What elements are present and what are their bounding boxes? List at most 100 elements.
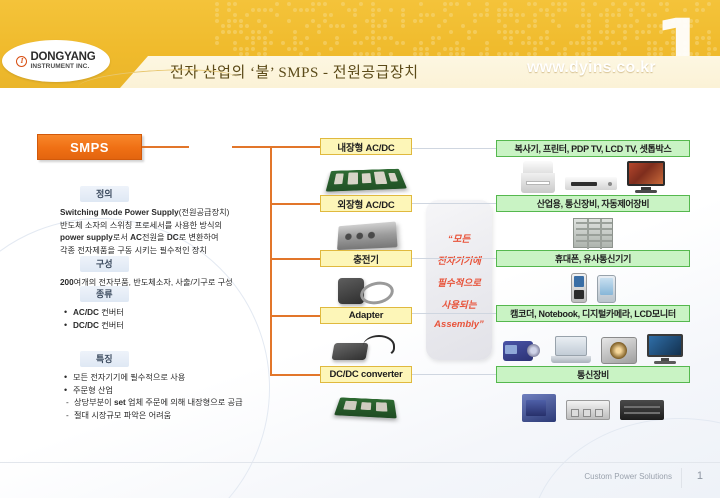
list-item: DC/DC 컨버터	[64, 319, 129, 333]
application-label-text: 산업용, 통신장비, 자동제어장비	[536, 199, 650, 209]
section-line: power supply로서 AC전원을 DC로 변환하여	[60, 233, 219, 243]
section-line: 각종 전자제품을 구동 시키는 필수적인 장치	[60, 246, 207, 256]
application-label-1[interactable]: 복사기, 프린터, PDP TV, LCD TV, 셋톱박스	[496, 140, 690, 157]
lcd-tv-image	[627, 161, 665, 193]
pcb-board-image	[325, 168, 408, 192]
footer-divider	[0, 462, 720, 463]
connector-root-top	[232, 146, 270, 148]
product-type-label-text: DC/DC converter	[329, 369, 403, 380]
section-line: 200여개의 전자부품, 반도체소자, 사출/기구로 구성	[60, 278, 233, 287]
printer-image	[521, 161, 555, 193]
application-label-5[interactable]: 통신장비	[496, 366, 690, 383]
section-body: AC/DC 컨버터DC/DC 컨버터	[60, 306, 129, 333]
footer-page-number: 1	[696, 470, 703, 482]
connector-branch-type-1	[270, 146, 320, 148]
footer-separator	[681, 468, 682, 488]
section-heading: 구성	[80, 256, 129, 272]
section-body: 모든 전자기기에 필수적으로 사용주문형 산업상당부분이 set 업체 주문에 …	[60, 371, 243, 423]
connector-trunk	[270, 146, 272, 376]
product-type-label-text: 외장형 AC/DC	[337, 199, 395, 211]
connector-link-app-3	[412, 258, 496, 259]
connector-link-app-5	[412, 374, 496, 375]
product-type-label-text: Adapter	[348, 310, 384, 321]
mobile-phone-image	[570, 273, 587, 303]
application-images	[496, 160, 690, 193]
circle-i-icon: I	[16, 55, 28, 67]
callout-line: Assembly”	[434, 318, 484, 330]
page-title: 전자 산업의 ‘불’ SMPS - 전원공급장치	[170, 65, 419, 81]
application-images	[496, 326, 690, 364]
product-type-label-1[interactable]: 내장형 AC/DC	[320, 138, 412, 155]
connector-branch-type-5	[270, 374, 320, 376]
product-type-label-2[interactable]: 외장형 AC/DC	[320, 195, 412, 212]
connector-branch-type-3	[270, 258, 320, 260]
connector-branch-type-4	[270, 315, 320, 317]
section-heading: 특징	[80, 351, 129, 367]
set-top-box-image	[565, 175, 617, 193]
application-label-text: 복사기, 프린터, PDP TV, LCD TV, 셋톱박스	[514, 144, 672, 154]
section-body: Switching Mode Power Supply(전원공급장치) 반도체 소…	[60, 207, 229, 258]
list-item: 모든 전자기기에 필수적으로 사용	[64, 371, 243, 385]
product-type-label-text: 내장형 AC/DC	[337, 142, 395, 154]
company-logo: I DONGYANG INSTRUMENT INC.	[2, 40, 110, 82]
root-node-smps: SMPS	[37, 134, 142, 160]
logo-company-subtitle: INSTRUMENT INC.	[30, 63, 90, 70]
pda-phone-image	[596, 275, 616, 303]
dcdc-pcb-image	[334, 397, 397, 419]
application-label-4[interactable]: 캠코더, Notebook, 디지털카메라, LCD모니터	[496, 305, 690, 322]
server-unit-image	[522, 394, 556, 422]
callout-line: 필수적으로	[437, 277, 481, 289]
footer-tagline: Custom Power Solutions	[584, 472, 672, 481]
root-node-label: SMPS	[70, 139, 109, 155]
callout-line: “모든	[447, 233, 471, 245]
connector-link-app-4	[412, 313, 496, 314]
camcorder-image	[503, 336, 541, 364]
background-swirl-right	[530, 418, 720, 498]
network-hub-image	[566, 400, 610, 422]
product-type-image	[320, 386, 412, 428]
section-line: Switching Mode Power Supply(전원공급장치)	[60, 208, 230, 217]
industrial-rack-image	[573, 218, 613, 249]
list-item: 주문형 산업	[64, 384, 243, 398]
product-type-image	[320, 270, 412, 312]
metal-enclosure-image	[337, 221, 398, 251]
section-heading: 정의	[80, 186, 129, 202]
list-item: AC/DC 컨버터	[64, 306, 129, 320]
text-section: 종류 AC/DC 컨버터DC/DC 컨버터	[60, 284, 129, 332]
text-section: 구성 200여개의 전자부품, 반도체소자, 사출/기구로 구성	[60, 254, 233, 290]
product-type-image	[320, 327, 412, 369]
callout-line: 전자기기에	[437, 255, 481, 267]
application-images	[496, 386, 690, 422]
lcd-monitor-image	[647, 334, 683, 364]
product-type-label-5[interactable]: DC/DC converter	[320, 366, 412, 383]
section-body: 200여개의 전자부품, 반도체소자, 사출/기구로 구성	[60, 277, 233, 290]
application-label-2[interactable]: 산업용, 통신장비, 자동제어장비	[496, 195, 690, 212]
slide-header: 1 전자 산업의 ‘불’ SMPS - 전원공급장치 www.dyins.co.…	[0, 0, 720, 88]
section-subitem: 절대 시장규모 파악은 어려움	[60, 410, 243, 423]
product-type-label-text: 충전기	[353, 254, 379, 266]
section-bullet-list: AC/DC 컨버터DC/DC 컨버터	[60, 306, 129, 333]
connector-root-stem	[142, 146, 189, 148]
product-type-label-3[interactable]: 충전기	[320, 250, 412, 267]
power-adapter-image	[331, 331, 401, 365]
section-heading: 종류	[80, 286, 129, 302]
header-title-band	[120, 56, 720, 88]
application-images	[496, 271, 690, 303]
text-section: 특징모든 전자기기에 필수적으로 사용주문형 산업상당부분이 set 업체 주문…	[60, 349, 243, 423]
text-section: 정의 Switching Mode Power Supply(전원공급장치) 반도체…	[60, 184, 229, 258]
application-label-text: 통신장비	[577, 370, 609, 380]
application-label-text: 휴대폰, 유사통신기기	[554, 254, 632, 264]
application-label-text: 캠코더, Notebook, 디지털카메라, LCD모니터	[510, 309, 676, 319]
product-type-label-4[interactable]: Adapter	[320, 307, 412, 324]
battery-charger-image	[334, 274, 398, 308]
connector-branch-type-2	[270, 203, 320, 205]
application-label-3[interactable]: 휴대폰, 유사통신기기	[496, 250, 690, 267]
callout-line: 사용되는	[441, 299, 477, 311]
application-images	[496, 216, 690, 249]
section-line: 반도체 소자의 스위칭 프로세서를 사용한 방식의	[60, 220, 223, 230]
notebook-image	[551, 336, 591, 364]
connector-link-app-1	[412, 148, 496, 149]
product-type-image	[320, 158, 412, 200]
